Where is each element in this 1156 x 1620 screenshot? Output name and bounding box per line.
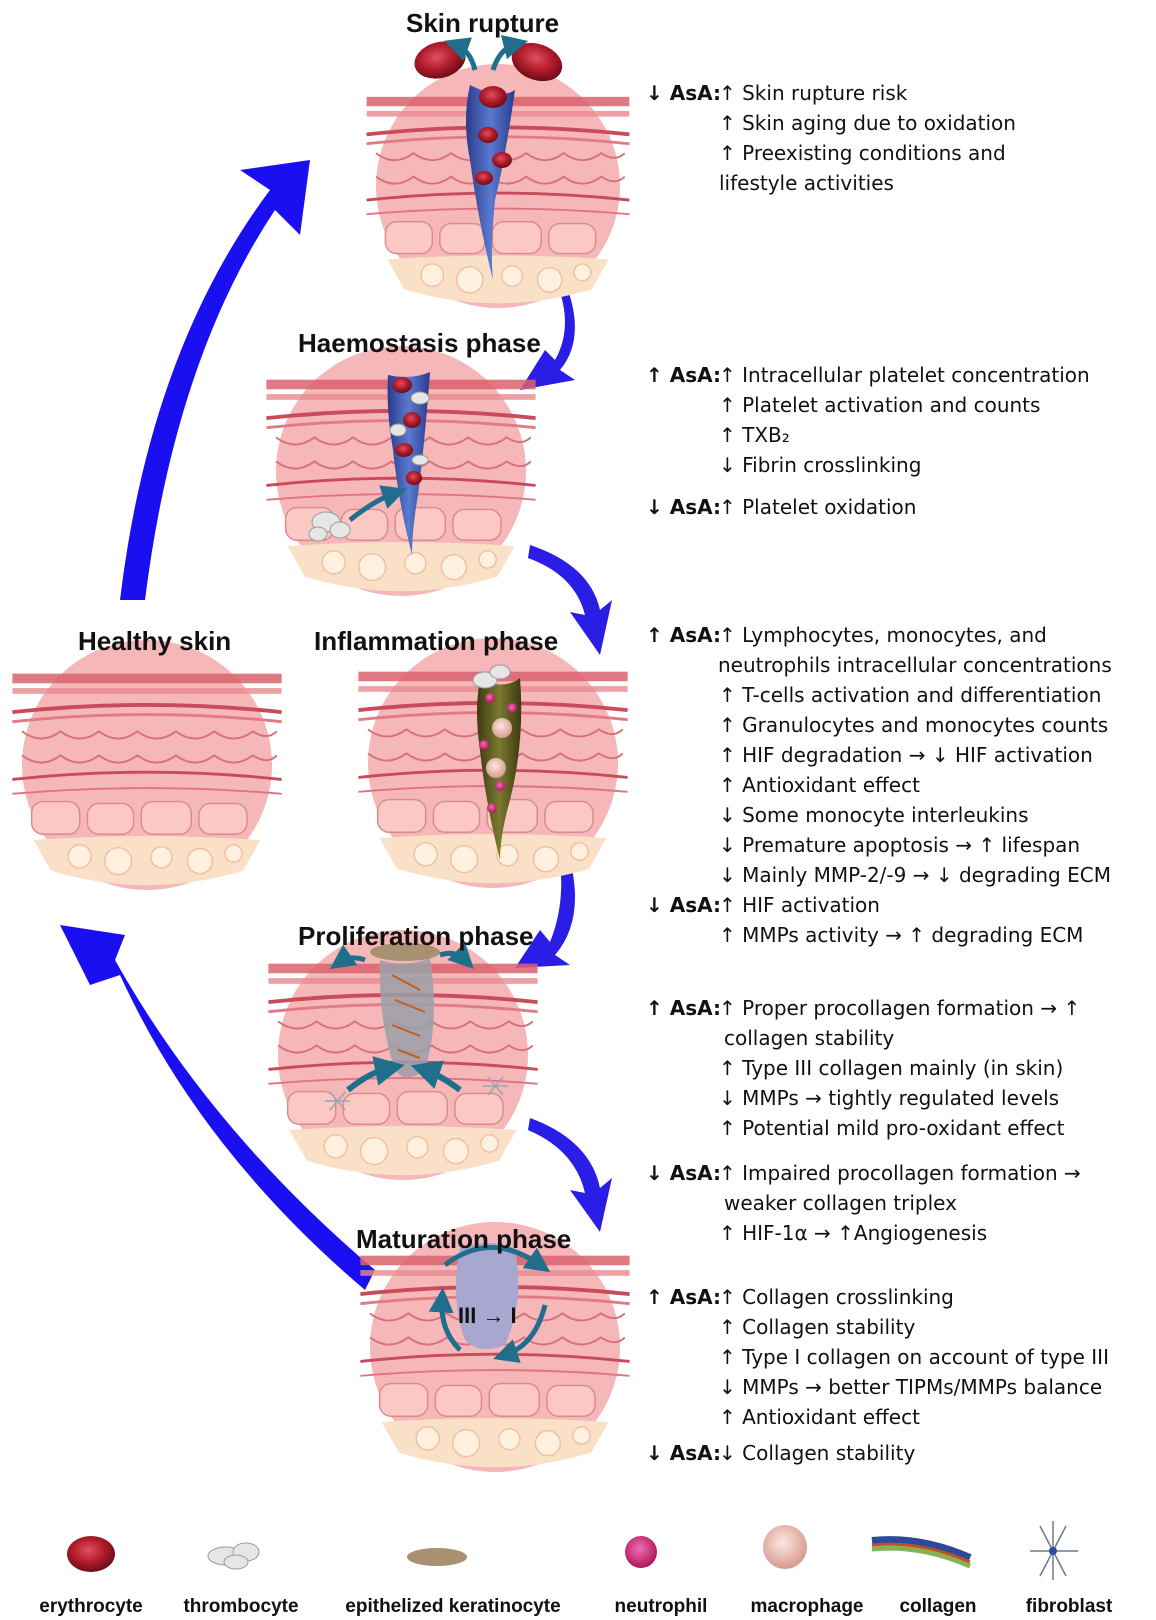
legend-macrophage: macrophage: [751, 1596, 864, 1618]
note-line: ↑ Preexisting conditions and: [719, 138, 1006, 168]
note-line: ↑ Intracellular platelet concentration: [719, 360, 1090, 390]
asa-heading: ↑ AsA:: [646, 620, 721, 650]
note-line: ↑ Type I collagen on account of type III: [719, 1342, 1109, 1372]
asa-heading: ↑ AsA:: [646, 993, 721, 1023]
maturation-title: Maturation phase: [356, 1224, 571, 1255]
note-line: ↑ Collagen stability: [719, 1312, 915, 1342]
note-line: ↑ Impaired procollagen formation →: [719, 1158, 1081, 1188]
note-line: ↑ Antioxidant effect: [719, 1402, 920, 1432]
skin-rupture-title: Skin rupture: [406, 8, 559, 39]
note-line: lifestyle activities: [719, 168, 894, 198]
note-line: ↑ Skin rupture risk: [719, 78, 907, 108]
note-line: ↑ Lymphocytes, monocytes, and: [719, 620, 1047, 650]
note-line: ↓ MMPs → tightly regulated levels: [719, 1083, 1059, 1113]
healthy-skin-tissue: [12, 640, 281, 890]
legend-icons: [67, 1521, 1078, 1580]
inflammation-title: Inflammation phase: [314, 626, 558, 657]
note-line: ↑ HIF degradation → ↓ HIF activation: [719, 740, 1093, 770]
note-line: ↓ MMPs → better TIPMs/MMPs balance: [719, 1372, 1102, 1402]
note-line: neutrophils intracellular concentrations: [718, 650, 1112, 680]
proliferation-title: Proliferation phase: [298, 921, 534, 952]
note-line: ↑ Platelet oxidation: [719, 492, 916, 522]
note-line: ↑ Potential mild pro-oxidant effect: [719, 1113, 1064, 1143]
note-line: collagen stability: [724, 1023, 894, 1053]
note-line: ↑ MMPs activity → ↑ degrading ECM: [719, 920, 1083, 950]
healthy-skin-title: Healthy skin: [78, 626, 231, 657]
note-line: ↓ Fibrin crosslinking: [719, 450, 921, 480]
note-line: ↑ TXB₂: [719, 420, 790, 450]
legend-thrombocyte: thrombocyte: [183, 1596, 298, 1618]
note-line: ↑ T-cells activation and differentiation: [719, 680, 1101, 710]
asa-heading: ↑ AsA:: [646, 1282, 721, 1312]
asa-heading: ↓ AsA:: [646, 492, 721, 522]
maturation-collagen-label: III → I: [458, 1303, 517, 1329]
note-line: ↑ HIF-1α → ↑Angiogenesis: [719, 1218, 987, 1248]
legend-collagen: collagen: [899, 1596, 976, 1618]
asa-heading: ↓ AsA:: [646, 890, 721, 920]
note-line: ↑ Platelet activation and counts: [719, 390, 1040, 420]
note-line: ↓ Collagen stability: [719, 1438, 915, 1468]
legend-erythrocyte: erythrocyte: [39, 1596, 143, 1618]
asa-heading: ↓ AsA:: [646, 78, 721, 108]
asa-heading: ↓ AsA:: [646, 1438, 721, 1468]
note-line: ↓ Mainly MMP-2/-9 → ↓ degrading ECM: [719, 860, 1111, 890]
legend-keratinocyte: epithelized keratinocyte: [345, 1596, 560, 1618]
note-line: ↑ HIF activation: [719, 890, 880, 920]
note-line: weaker collagen triplex: [724, 1188, 957, 1218]
note-line: ↑ Granulocytes and monocytes counts: [719, 710, 1108, 740]
note-line: ↑ Type III collagen mainly (in skin): [719, 1053, 1063, 1083]
asa-heading: ↓ AsA:: [646, 1158, 721, 1188]
note-line: ↑ Collagen crosslinking: [719, 1282, 954, 1312]
note-line: ↑ Antioxidant effect: [719, 770, 920, 800]
legend-neutrophil: neutrophil: [615, 1596, 708, 1618]
haemostasis-title: Haemostasis phase: [298, 328, 541, 359]
asa-heading: ↑ AsA:: [646, 360, 721, 390]
note-line: ↑ Proper procollagen formation → ↑: [719, 993, 1080, 1023]
note-line: ↑ Skin aging due to oxidation: [719, 108, 1016, 138]
note-line: ↓ Some monocyte interleukins: [719, 800, 1029, 830]
note-line: ↓ Premature apoptosis → ↑ lifespan: [719, 830, 1080, 860]
legend-fibroblast: fibroblast: [1026, 1596, 1113, 1618]
